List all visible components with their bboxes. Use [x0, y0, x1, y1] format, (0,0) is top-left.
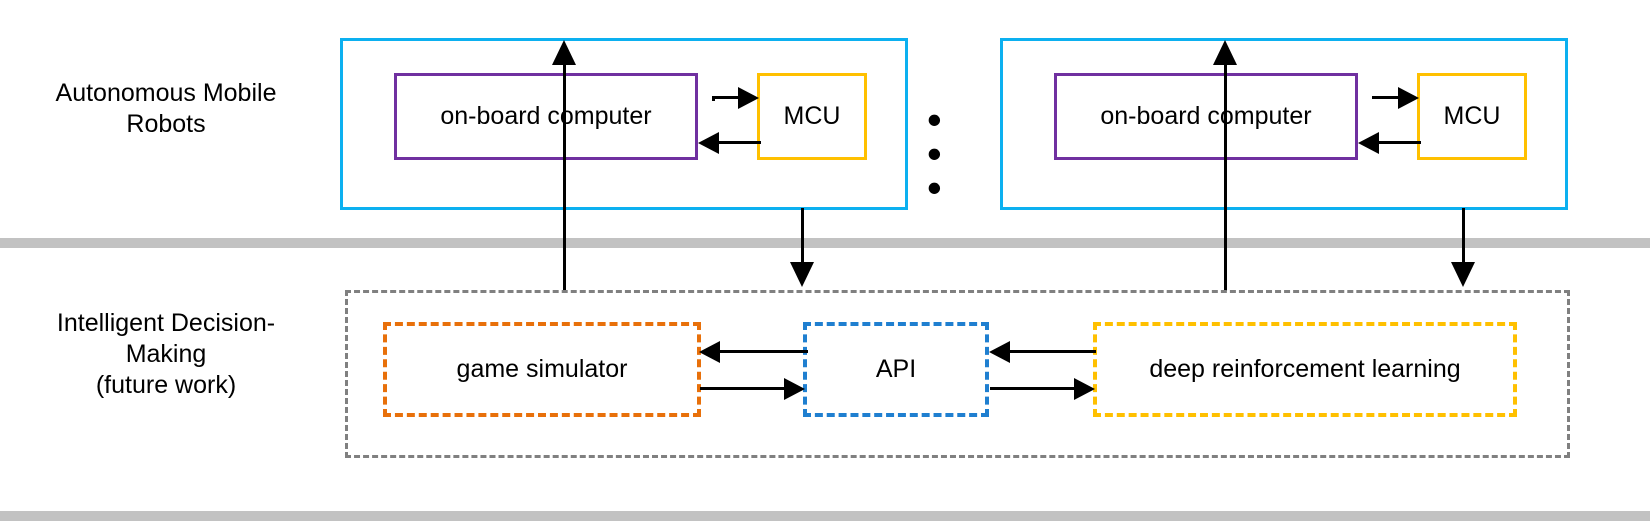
intelligent-decision-making-container — [345, 290, 1570, 458]
mcu-label-2: MCU — [1443, 102, 1501, 130]
connector-mcu-to-obc-2-line — [1379, 141, 1421, 144]
section-label-autonomous-mobile-robots: Autonomous Mobile Robots — [6, 78, 326, 140]
connector-idm-to-robot1-line — [563, 65, 566, 291]
connector-mcu-to-obc-1-arrowhead — [698, 132, 719, 154]
connector-obc-to-mcu-1-line — [712, 96, 742, 99]
section-divider-bottom — [0, 511, 1650, 521]
section-label-line1: Autonomous Mobile — [55, 79, 277, 107]
connector-robot2-to-idm-arrowhead — [1451, 262, 1475, 287]
connector-api-to-drl-line — [990, 387, 1078, 390]
connector-drl-to-api-arrowhead — [989, 341, 1010, 363]
section-label-intelligent-decision-making: Intelligent Decision- Making (future wor… — [6, 308, 326, 401]
mcu-box-2: MCU — [1417, 73, 1527, 160]
connector-robot2-to-idm-line — [1462, 208, 1465, 266]
connector-obc-mcu-1-stub — [712, 98, 715, 101]
connector-obc-to-mcu-1-arrowhead — [738, 87, 759, 109]
connector-robot1-to-idm-line — [801, 208, 804, 266]
api-box: API — [803, 322, 989, 417]
game-simulator-label: game simulator — [456, 355, 628, 383]
section-label-line3: (future work) — [95, 371, 237, 399]
connector-idm-to-robot1-arrowhead — [552, 40, 576, 65]
section-label-line2: Robots — [126, 110, 206, 138]
connector-api-to-drl-arrowhead — [1074, 378, 1095, 400]
connector-idm-to-robot2-arrowhead — [1213, 40, 1237, 65]
connector-sim-to-api-arrowhead — [784, 378, 805, 400]
ellipsis-between-robots: • • • — [927, 96, 949, 211]
on-board-computer-box-1: on-board computer — [394, 73, 698, 160]
connector-sim-to-api-line — [700, 387, 788, 390]
game-simulator-box: game simulator — [383, 322, 701, 417]
connector-drl-to-api-line — [1010, 350, 1096, 353]
api-label: API — [875, 355, 917, 383]
connector-obc-to-mcu-2-arrowhead — [1398, 87, 1419, 109]
section-label-line1: Intelligent Decision- — [56, 309, 276, 337]
connector-idm-to-robot2-line — [1224, 65, 1227, 291]
on-board-computer-box-2: on-board computer — [1054, 73, 1358, 160]
connector-mcu-to-obc-1-line — [719, 141, 761, 144]
on-board-computer-label-1: on-board computer — [440, 102, 652, 130]
connector-robot1-to-idm-arrowhead — [790, 262, 814, 287]
section-label-line2: Making — [125, 340, 207, 368]
connector-api-to-sim-line — [720, 350, 806, 353]
deep-reinforcement-learning-box: deep reinforcement learning — [1093, 322, 1517, 417]
section-divider-top — [0, 238, 1650, 248]
deep-reinforcement-learning-label: deep reinforcement learning — [1149, 355, 1461, 383]
connector-api-to-sim-stub — [805, 350, 808, 353]
mcu-label-1: MCU — [783, 102, 841, 130]
mcu-box-1: MCU — [757, 73, 867, 160]
connector-api-to-sim-arrowhead — [699, 341, 720, 363]
on-board-computer-label-2: on-board computer — [1100, 102, 1312, 130]
connector-mcu-to-obc-2-arrowhead — [1358, 132, 1379, 154]
connector-obc-to-mcu-2-line — [1372, 96, 1402, 99]
